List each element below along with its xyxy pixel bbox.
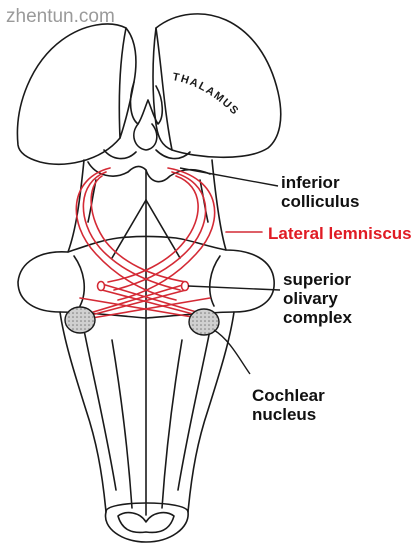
inferior-colliculus-label: inferior colliculus [281, 173, 359, 211]
cochlear-nucleus-pointer [213, 329, 251, 375]
left-thalamus [16, 23, 137, 165]
thalamus-label: THALAMUS [171, 71, 241, 118]
inferior-colliculus-line-1: inferior [281, 173, 340, 192]
inferior-colliculus-pointer [179, 167, 279, 187]
superior-olivary-line-3: complex [283, 308, 352, 327]
superior-olivary-complex-label: superior olivary complex [283, 270, 352, 327]
superior-olivary-line-2: olivary [283, 289, 338, 308]
left-superior-olive [96, 280, 106, 292]
cochlear-nuclei [64, 306, 220, 336]
pointer-lines [179, 167, 281, 375]
pons [17, 235, 275, 319]
auditory-pathway [75, 167, 263, 321]
watermark: zhentun.com [6, 6, 115, 27]
cochlear-nucleus-line-2: nucleus [252, 405, 317, 424]
superior-olivary-pointer [187, 285, 281, 291]
inferior-colliculus-line-2: colliculus [281, 192, 360, 211]
brainstem-outline [16, 13, 282, 543]
spinal-cord [104, 502, 189, 543]
cochlear-nucleus-label: Cochlear nucleus [252, 386, 325, 424]
medulla [59, 311, 107, 513]
left-cochlear-nucleus [64, 306, 96, 334]
cochlear-nucleus-line-1: Cochlear [252, 386, 325, 405]
right-thalamus [152, 13, 282, 159]
superior-olivary-line-1: superior [283, 270, 352, 289]
right-superior-olive [180, 280, 190, 292]
thalamus-label-text: THALAMUS [171, 71, 239, 118]
lateral-lemniscus-label: Lateral lemniscus [268, 224, 412, 243]
right-cochlear-nucleus [188, 308, 220, 336]
